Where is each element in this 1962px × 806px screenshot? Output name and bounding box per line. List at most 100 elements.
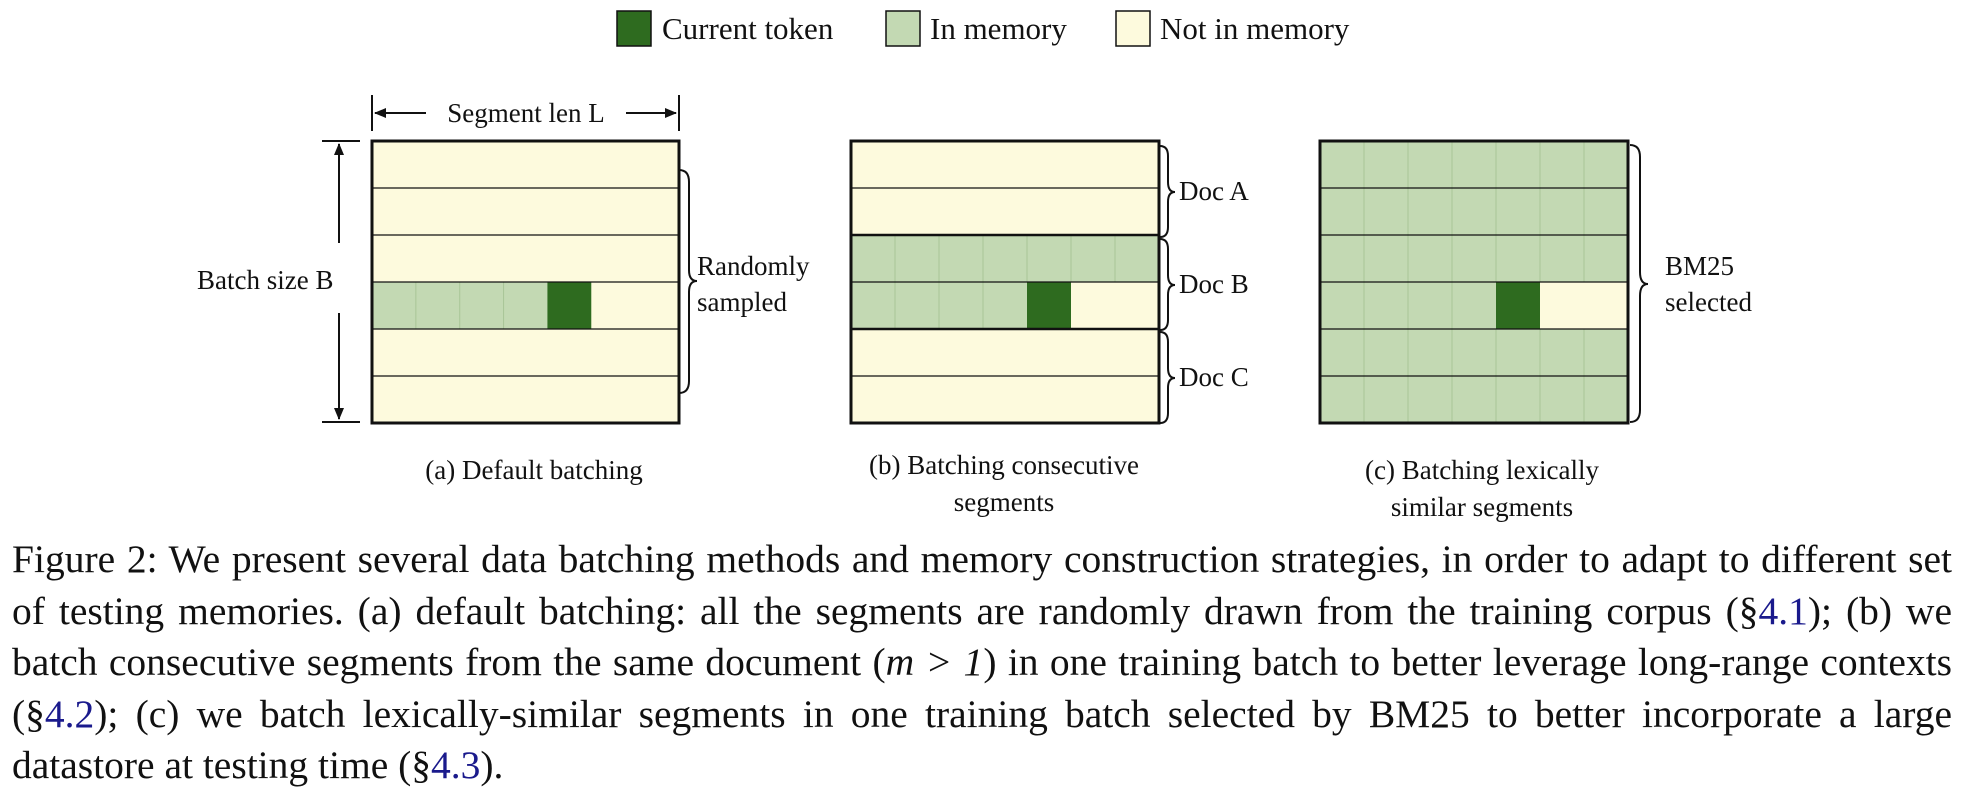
segment-in-memory: [1320, 188, 1628, 235]
segment-in-memory: [851, 235, 1159, 282]
batch-segment-row: [851, 235, 1159, 282]
token-in-memory: [372, 282, 417, 329]
caption-text-1: Figure 2: We present several data batchi…: [12, 537, 1952, 633]
panel-a-caption: (a) Default batching: [425, 455, 642, 485]
batch-segment-row: [372, 282, 680, 329]
token-in-memory: [983, 282, 1028, 329]
token-in-memory: [939, 282, 984, 329]
current-token-cell: [1027, 282, 1072, 329]
randomly-sampled-brace: [678, 169, 698, 394]
batch-segment-row: [851, 329, 1159, 376]
legend-label-not: Not in memory: [1160, 11, 1350, 46]
doc-c-annotation: Doc C: [1159, 331, 1249, 424]
token-in-memory: [1408, 282, 1453, 329]
bm25-selected-brace: [1629, 144, 1649, 423]
doc-a-brace: [1159, 145, 1176, 238]
panel-b-caption-line2: segments: [954, 487, 1055, 517]
panel-c-caption-line1: (c) Batching lexically: [1365, 455, 1599, 485]
bm25-label-1: BM25: [1665, 251, 1734, 281]
doc-b-brace: [1159, 238, 1176, 331]
token-in-memory: [1320, 282, 1365, 329]
token-in-memory: [415, 282, 461, 329]
panel-b-caption-line1: (b) Batching consecutive: [869, 450, 1139, 480]
token-in-memory: [1364, 282, 1409, 329]
batch-segment-row: [372, 235, 679, 282]
token-not-in-memory: [1071, 282, 1116, 329]
legend-swatch-not: [1115, 10, 1151, 47]
caption-text-4: ); (c) we batch lexically-similar segmen…: [12, 691, 1952, 788]
bm25-selected-annotation: BM25 selected: [1629, 144, 1752, 423]
batch-segment-row: [851, 188, 1159, 235]
doc-a-label: Doc A: [1179, 176, 1249, 206]
segment-not-in-memory: [372, 376, 679, 423]
legend-item-current-token: Current token: [616, 10, 834, 47]
batch-frame: [849, 139, 1161, 425]
batch-segment-row: [1320, 188, 1628, 235]
legend-swatch-current: [616, 10, 652, 47]
segment-in-memory: [1320, 329, 1628, 376]
segment-not-in-memory: [372, 141, 679, 188]
randomly-sampled-label-1: Randomly: [697, 251, 810, 281]
caption-text-3: ) in one training batch to better levera…: [12, 640, 1953, 736]
batch-segment-row: [1320, 282, 1629, 329]
legend-swatch-memory: [885, 10, 921, 47]
caption-text-2: ); (b) we batch consecutive segments fro…: [12, 588, 1952, 685]
token-in-memory: [503, 282, 548, 329]
segment-not-in-memory: [372, 329, 679, 376]
segment-not-in-memory: [372, 188, 679, 235]
legend-item-not-in-memory: Not in memory: [1115, 10, 1350, 47]
batch-segment-row: [1320, 141, 1628, 188]
doc-c-brace: [1159, 331, 1176, 424]
segment-not-in-memory: [851, 376, 1159, 423]
panel-a-grid: [370, 139, 681, 425]
bm25-label-2: selected: [1665, 287, 1752, 317]
segment-not-in-memory: [851, 188, 1159, 235]
legend-item-in-memory: In memory: [885, 10, 1067, 47]
token-not-in-memory: [591, 282, 636, 329]
caption-ref-4-2[interactable]: 4.2: [44, 691, 95, 736]
batch-size-label: Batch size B: [197, 265, 333, 295]
batch-segment-row: [851, 376, 1159, 423]
doc-c-label: Doc C: [1179, 362, 1249, 392]
batch-frame: [1318, 139, 1630, 425]
panel-c-grid: [1318, 139, 1630, 425]
token-in-memory: [1452, 282, 1497, 329]
segment-in-memory: [1320, 376, 1628, 423]
batch-segment-row: [1320, 235, 1628, 282]
token-in-memory: [459, 282, 505, 329]
legend: Current token In memory Not in memory: [616, 10, 1350, 47]
segment-not-in-memory: [372, 235, 679, 282]
doc-b-label: Doc B: [1179, 269, 1249, 299]
batch-frame: [370, 139, 681, 425]
token-not-in-memory: [1540, 282, 1585, 329]
token-not-in-memory: [1584, 282, 1629, 329]
legend-label-memory: In memory: [930, 11, 1067, 46]
caption-ref-4-3[interactable]: 4.3: [431, 743, 481, 787]
batch-segment-row: [851, 141, 1159, 188]
randomly-sampled-label-2: sampled: [697, 287, 787, 317]
current-token-cell: [1496, 282, 1541, 329]
batch-segment-row: [372, 329, 679, 376]
caption-ref-4-1[interactable]: 4.1: [1758, 588, 1808, 633]
legend-label-current: Current token: [662, 11, 834, 46]
batch-segment-row: [372, 376, 679, 423]
doc-a-annotation: Doc A: [1159, 145, 1249, 238]
panel-b-grid: [849, 139, 1161, 425]
segment-len-label: Segment len L: [447, 98, 604, 128]
randomly-sampled-annotation: Randomly sampled: [678, 169, 810, 394]
batch-size-annotation: Batch size B: [197, 140, 360, 423]
panel-c-caption-line2: similar segments: [1391, 492, 1573, 522]
caption-math: m > 1: [885, 640, 984, 684]
current-token-cell: [547, 282, 592, 329]
segment-not-in-memory: [851, 141, 1159, 188]
token-in-memory: [851, 282, 896, 329]
batch-segment-row: [1320, 376, 1628, 423]
figure-caption: Figure 2: We present several data batchi…: [12, 534, 1952, 792]
figure: Current token In memory Not in memory Se…: [197, 10, 1752, 522]
caption-text-5: ).: [480, 743, 504, 787]
token-in-memory: [895, 282, 940, 329]
doc-b-annotation: Doc B: [1159, 238, 1249, 331]
segment-in-memory: [1320, 235, 1628, 282]
batch-segment-row: [1320, 329, 1628, 376]
batch-segment-row: [851, 282, 1160, 329]
